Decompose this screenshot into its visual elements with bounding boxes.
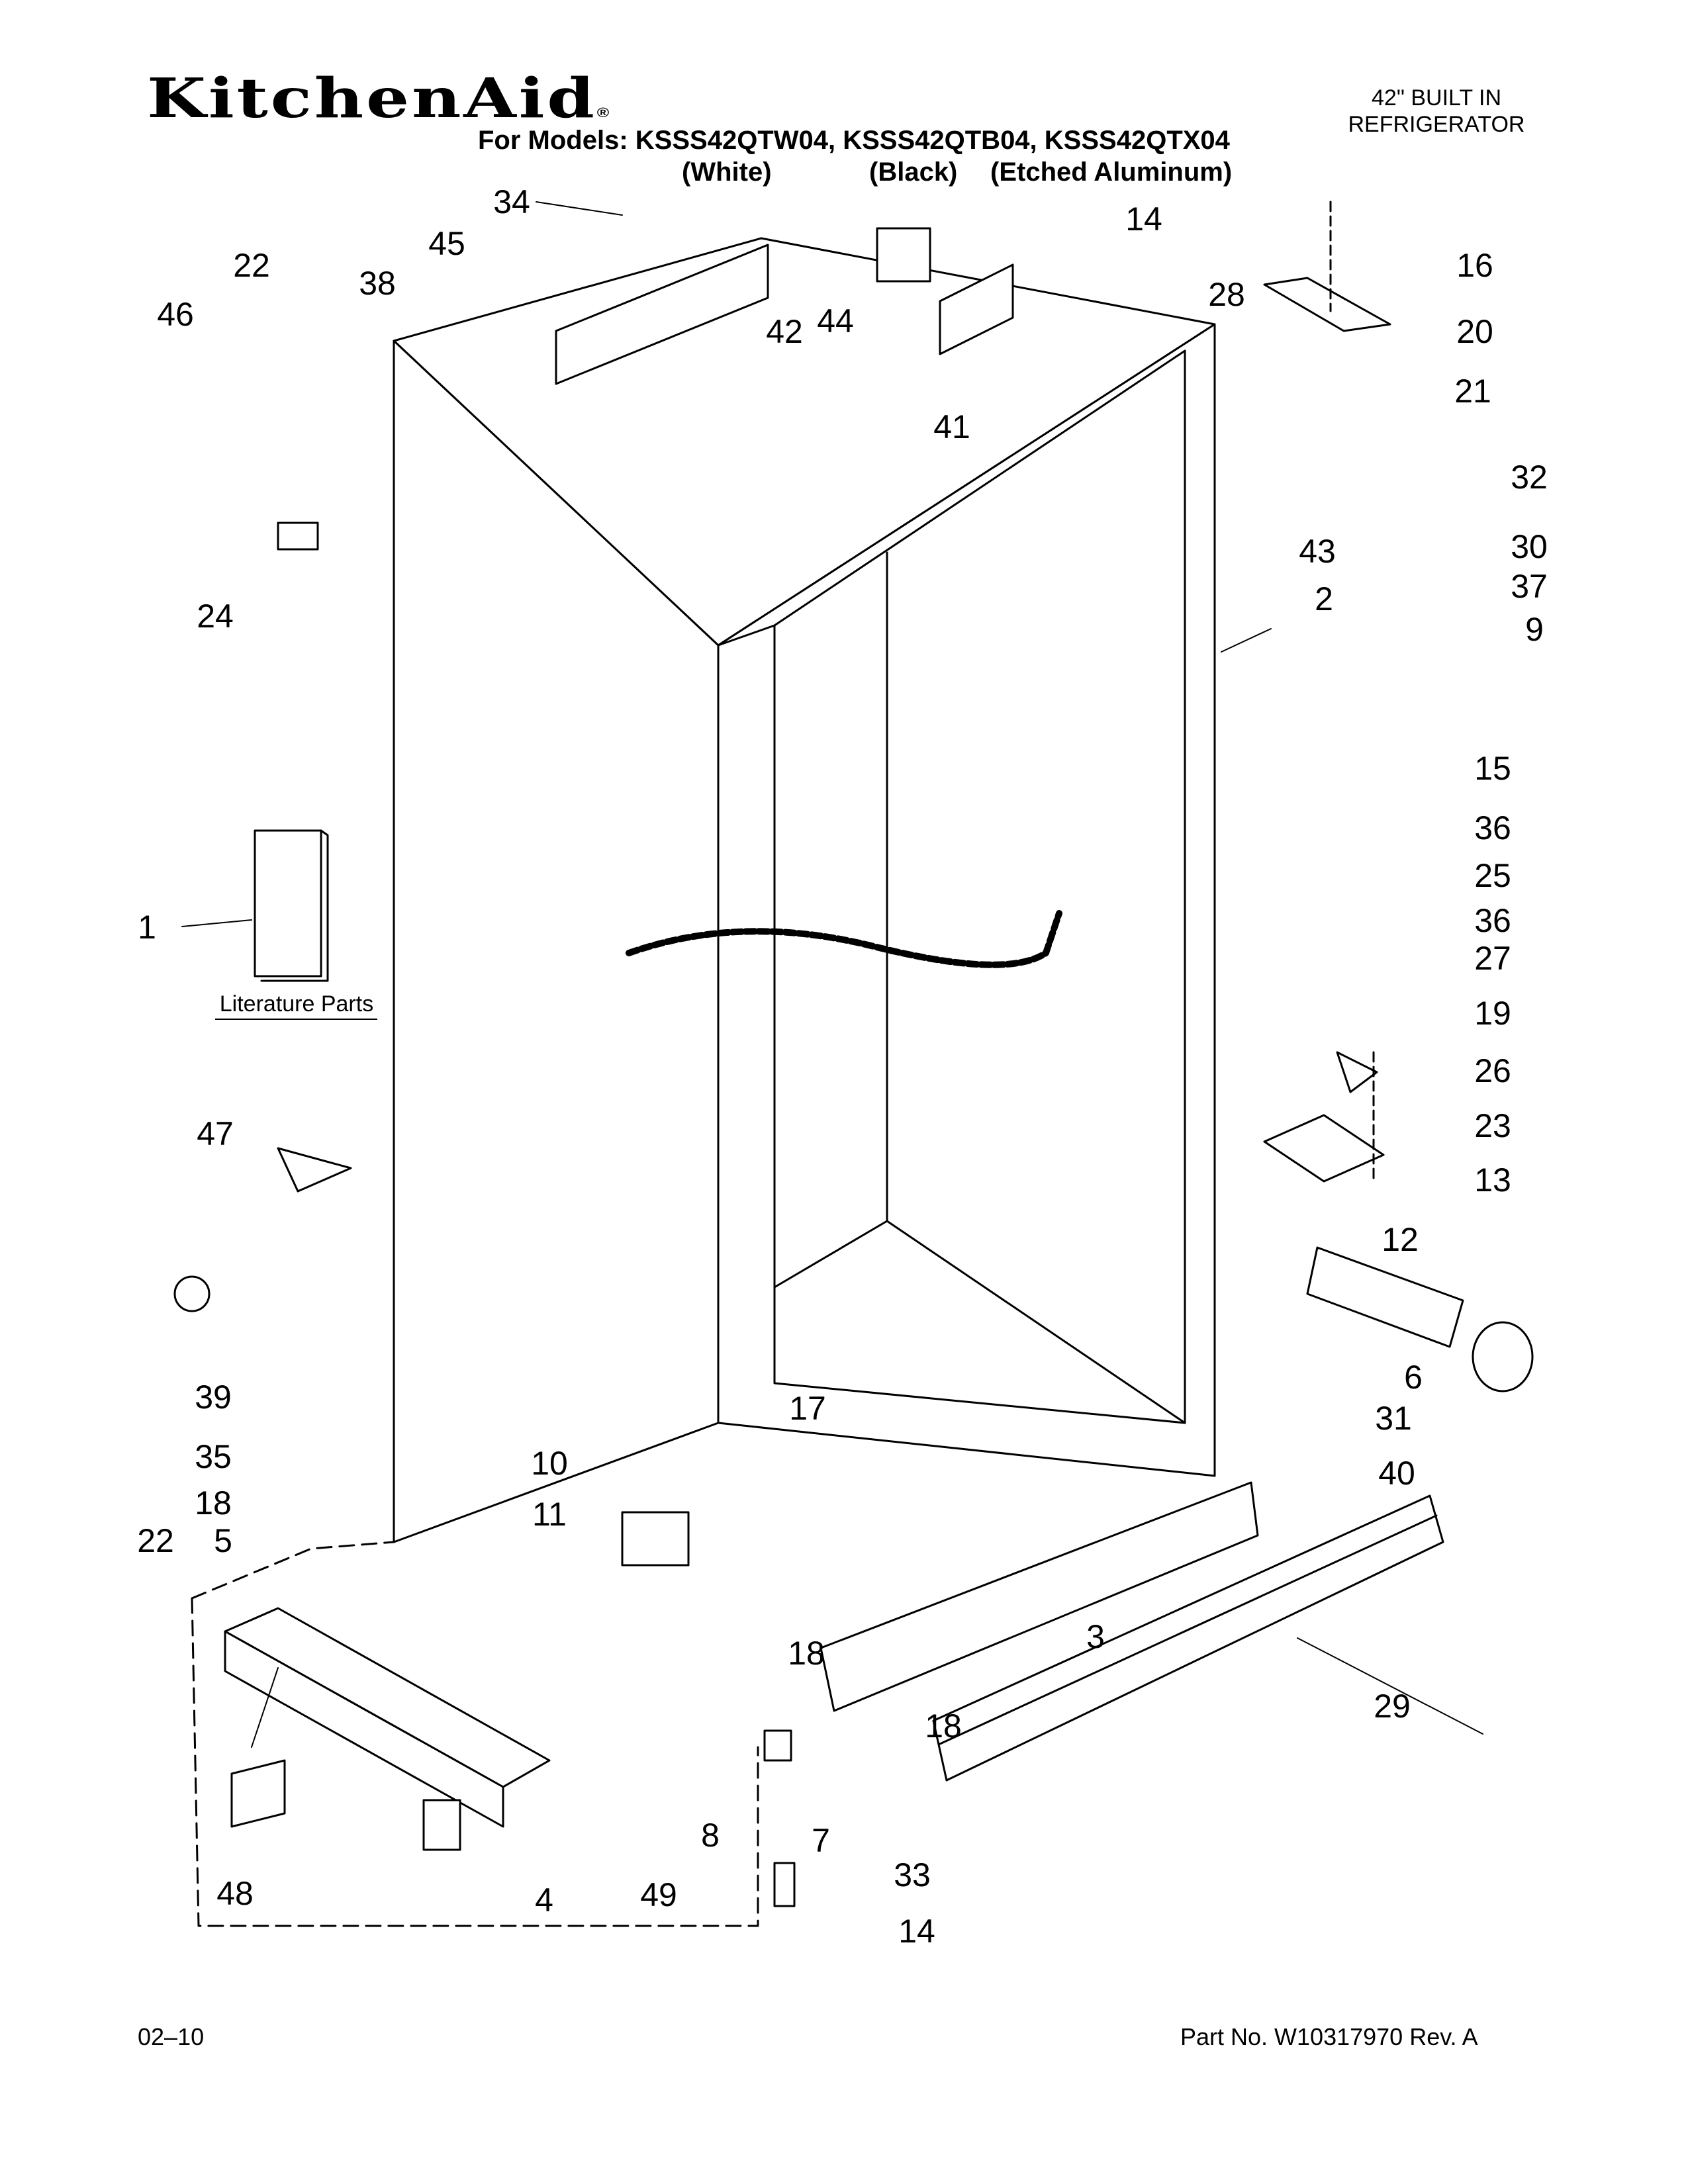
- callout-14: 14: [1125, 201, 1162, 238]
- callout-32: 32: [1511, 459, 1548, 496]
- callout-25: 25: [1474, 857, 1511, 894]
- callout-15: 15: [1474, 750, 1511, 787]
- hinge-assembly: [1263, 201, 1391, 1183]
- leader-lines: [181, 201, 1483, 1748]
- registered-mark: ®: [596, 106, 610, 120]
- callout-39: 39: [195, 1379, 232, 1416]
- callout-1: 1: [138, 909, 156, 946]
- callout-36b: 36: [1474, 902, 1511, 939]
- callout-40: 40: [1378, 1455, 1415, 1492]
- callout-35: 35: [195, 1438, 232, 1475]
- callout-46: 46: [157, 296, 194, 333]
- callout-45: 45: [428, 225, 465, 262]
- callout-7: 7: [812, 1822, 830, 1859]
- callout-21: 21: [1454, 373, 1491, 410]
- callout-27: 27: [1474, 940, 1511, 977]
- callout-5: 5: [214, 1522, 232, 1559]
- callout-19: 19: [1474, 995, 1511, 1032]
- callout-6: 6: [1404, 1359, 1423, 1396]
- callout-34: 34: [493, 183, 530, 220]
- callout-11: 11: [532, 1496, 567, 1533]
- literature-card: [254, 829, 329, 982]
- callout-28: 28: [1208, 276, 1245, 313]
- variant-white: (White): [682, 158, 772, 187]
- callout-18a: 18: [195, 1484, 232, 1522]
- small-parts: [173, 227, 1014, 1907]
- product-line-2: REFRIGERATOR: [1348, 112, 1525, 137]
- callout-4: 4: [535, 1882, 553, 1919]
- top-panel: [555, 244, 769, 385]
- callout-12: 12: [1382, 1221, 1419, 1258]
- water-filter: [1306, 1246, 1534, 1392]
- models-line: For Models: KSSS42QTW04, KSSS42QTB04, KS…: [478, 126, 1230, 155]
- callout-22b: 22: [137, 1522, 174, 1559]
- callout-41: 41: [933, 408, 970, 445]
- callout-18b: 18: [788, 1635, 825, 1672]
- callout-23: 23: [1474, 1107, 1511, 1144]
- callout-20: 20: [1456, 313, 1493, 350]
- callout-24: 24: [197, 598, 234, 635]
- literature-parts-label: Literature Parts: [220, 991, 373, 1017]
- callout-30: 30: [1511, 528, 1548, 565]
- base-frame: [191, 1541, 759, 1927]
- variant-black: (Black): [869, 158, 958, 187]
- callout-36a: 36: [1474, 809, 1511, 846]
- variant-etched-aluminum: (Etched Aluminum): [990, 158, 1233, 187]
- callout-2: 2: [1315, 580, 1333, 617]
- callout-44: 44: [817, 302, 854, 340]
- callout-43: 43: [1299, 533, 1336, 570]
- product-type: 42" BUILT IN REFRIGERATOR: [1324, 85, 1549, 138]
- callout-38: 38: [359, 265, 396, 302]
- callout-26: 26: [1474, 1052, 1511, 1089]
- callout-33: 33: [894, 1856, 931, 1893]
- callout-49: 49: [640, 1876, 677, 1913]
- grille-assembly: [820, 1481, 1444, 1782]
- callout-47: 47: [197, 1115, 234, 1152]
- refrigerator-cabinet: [393, 237, 1216, 1543]
- callout-17: 17: [789, 1390, 826, 1427]
- callout-16: 16: [1456, 247, 1493, 284]
- callout-48: 48: [216, 1875, 254, 1912]
- kitchenaid-logo: KitchenAid®: [147, 71, 609, 126]
- brand-name: KitchenAid: [147, 67, 597, 130]
- callout-8: 8: [701, 1817, 720, 1854]
- callout-14b: 14: [898, 1913, 935, 1950]
- product-line-1: 42" BUILT IN: [1372, 85, 1501, 111]
- part-number: Part No. W10317970 Rev. A: [1180, 2023, 1478, 2050]
- callout-29: 29: [1374, 1688, 1411, 1725]
- callout-22: 22: [233, 247, 270, 284]
- callout-3: 3: [1086, 1618, 1105, 1655]
- callout-37: 37: [1511, 568, 1548, 605]
- callout-18c: 18: [925, 1707, 962, 1745]
- callout-42: 42: [766, 313, 803, 350]
- callout-31: 31: [1375, 1400, 1412, 1437]
- callout-10: 10: [531, 1445, 568, 1482]
- callout-13: 13: [1474, 1161, 1511, 1199]
- date-code: 02–10: [138, 2023, 205, 2050]
- callout-9: 9: [1525, 611, 1544, 648]
